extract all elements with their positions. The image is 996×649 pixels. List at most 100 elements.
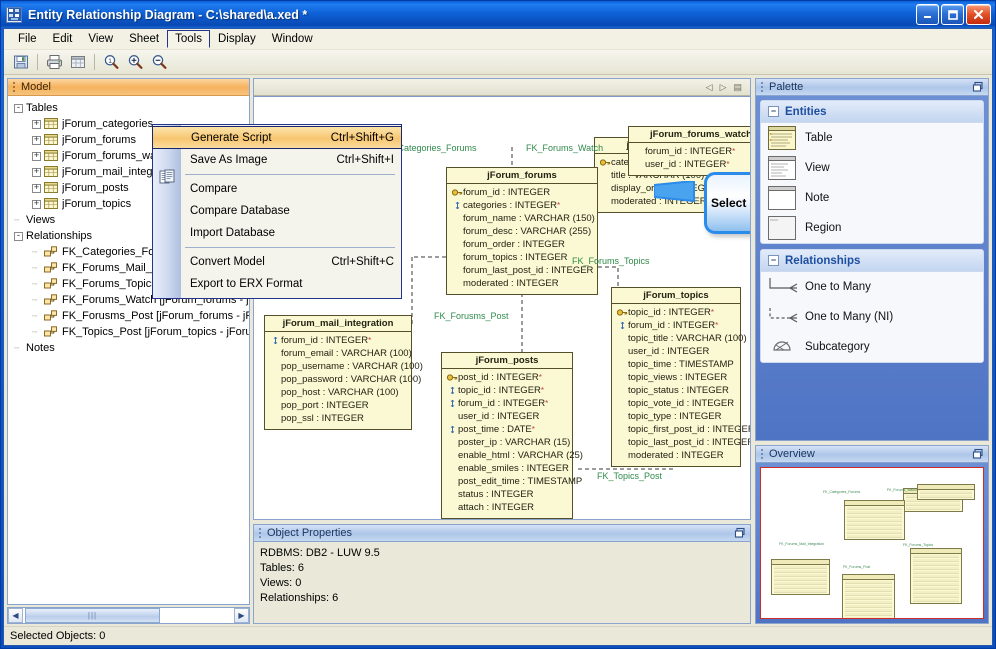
relationship-label[interactable]: FK_Forums_Watch — [526, 143, 604, 153]
next-sheet-icon[interactable]: ▷ — [719, 81, 727, 92]
maximize-button[interactable] — [941, 4, 964, 25]
expand-icon[interactable]: + — [32, 118, 41, 129]
collapse-icon[interactable]: - — [14, 102, 23, 113]
relationship-label[interactable]: FK_Forusms_Post — [434, 311, 509, 321]
tree-item[interactable]: ┈ FK_Forusms_Post [jForum_forums - jForu… — [14, 308, 249, 324]
palette-group-header[interactable]: −Entities — [761, 101, 983, 123]
scroll-track[interactable]: ||| — [23, 608, 234, 623]
palette-item[interactable]: One to Many (NI) — [761, 302, 983, 332]
scroll-left-arrow[interactable]: ◀ — [8, 608, 23, 623]
zoom-in-icon[interactable] — [124, 52, 146, 73]
tree-item[interactable]: -Tables — [14, 100, 249, 116]
menu-tools[interactable]: Tools — [167, 30, 210, 48]
tree-connector: ┈ — [32, 326, 37, 337]
drag-grip-icon[interactable] — [759, 449, 766, 459]
relationship-label[interactable]: FK_Forums_Topics — [572, 256, 650, 266]
tree-item[interactable]: + jForum_mail_integration — [14, 164, 249, 180]
palette-item[interactable]: Region — [761, 213, 983, 243]
model-horizontal-scrollbar[interactable]: ◀ ||| ▶ — [7, 607, 250, 624]
overview-table-row — [912, 575, 959, 578]
tree-item[interactable]: ┈Views — [14, 212, 249, 228]
save-icon[interactable] — [10, 52, 32, 73]
tree-item-label: jForum_posts — [62, 182, 129, 194]
collapse-icon[interactable]: − — [768, 255, 779, 266]
expand-icon[interactable]: + — [32, 134, 41, 145]
drag-grip-icon[interactable] — [11, 82, 18, 92]
palette-group-header[interactable]: −Relationships — [761, 250, 983, 272]
print-icon[interactable] — [43, 52, 65, 73]
tree-item[interactable]: + jForum_forums — [14, 132, 249, 148]
menu-sheet[interactable]: Sheet — [129, 33, 160, 45]
svg-text:1: 1 — [108, 58, 112, 65]
tree-item[interactable]: + jForum_posts — [14, 180, 249, 196]
sheet-list-icon[interactable]: ▤ — [733, 81, 742, 92]
zoom-out-icon[interactable] — [148, 52, 170, 73]
drag-grip-icon[interactable] — [759, 82, 766, 92]
prev-sheet-icon[interactable]: ◁ — [705, 81, 713, 92]
expand-icon[interactable]: + — [32, 198, 41, 209]
minimize-button[interactable] — [916, 4, 939, 25]
er-column: topic_first_post_id : INTEGER — [616, 423, 750, 436]
menu-window[interactable]: Window — [271, 33, 313, 45]
menu-item-export-to-erx-format[interactable]: Export to ERX Format — [181, 273, 401, 295]
palette-item[interactable]: Table — [761, 123, 983, 153]
diagram-panel: ◁ ▷ ▤ — [253, 78, 751, 520]
menu-display[interactable]: Display — [218, 33, 256, 45]
collapse-icon[interactable]: − — [768, 106, 779, 117]
restore-panel-icon[interactable] — [972, 448, 984, 460]
palette-item[interactable]: Subcategory — [761, 332, 983, 362]
menu-view[interactable]: View — [88, 33, 114, 45]
restore-panel-icon[interactable] — [972, 81, 984, 93]
zoom-actual-icon[interactable]: 1 — [100, 52, 122, 73]
tree-item[interactable]: ┈ FK_Topics_Post [jForum_topics - jForum… — [14, 324, 249, 340]
scroll-right-arrow[interactable]: ▶ — [234, 608, 249, 623]
menu-file[interactable]: File — [18, 33, 37, 45]
er-column: topic_views : INTEGER — [616, 371, 734, 384]
page-setup-icon[interactable] — [67, 52, 89, 73]
relationship-label[interactable]: FK_Categories_Forums — [381, 143, 477, 153]
palette-item[interactable]: One to Many — [761, 272, 983, 302]
palette-item[interactable]: Note — [761, 183, 983, 213]
drag-grip-icon[interactable] — [257, 528, 264, 538]
er-column-list: forum_id : INTEGER*user_id : INTEGER* — [629, 143, 750, 175]
model-panel-header: Model — [8, 79, 249, 96]
collapse-icon[interactable]: - — [14, 230, 23, 241]
relationship-label[interactable]: FK_Topics_Post — [597, 471, 663, 481]
not-null-marker: * — [726, 160, 730, 169]
er-column-label: topic_id : INTEGER — [628, 307, 711, 318]
toolbar-separator — [94, 54, 95, 70]
expand-icon[interactable]: + — [32, 166, 41, 177]
expand-icon[interactable]: + — [32, 150, 41, 161]
tree-item[interactable]: -Relationships — [14, 228, 249, 244]
er-column: moderated : INTEGER — [599, 195, 737, 208]
tree-item[interactable]: + jForum_topics — [14, 196, 249, 212]
palette-item-label: View — [805, 162, 830, 174]
diagram-canvas[interactable]: jForum_categoriescategories_id : INTEGER… — [254, 96, 750, 519]
palette-item[interactable]: View — [761, 153, 983, 183]
menu-item-compare-database[interactable]: Compare Database — [181, 200, 401, 222]
er-column: poster_ip : VARCHAR (15) — [446, 436, 570, 449]
menu-edit[interactable]: Edit — [52, 33, 73, 45]
close-button[interactable] — [966, 4, 991, 25]
menu-item-label: Save As Image — [190, 154, 268, 166]
scroll-thumb[interactable]: ||| — [25, 608, 160, 623]
expand-icon[interactable]: + — [32, 182, 41, 193]
tree-item[interactable]: + jForum_forums_watch — [14, 148, 249, 164]
er-column-list: post_id : INTEGER*topic_id : INTEGER*for… — [442, 369, 583, 518]
menu-item-import-database[interactable]: Import Database — [181, 222, 401, 244]
tree-item[interactable]: + jForum_categories — [14, 116, 249, 132]
restore-panel-icon[interactable] — [734, 527, 746, 539]
overview-table-row — [912, 599, 959, 602]
menu-item-compare[interactable]: Compare — [181, 178, 401, 200]
tree-item[interactable]: ┈Notes — [14, 340, 249, 356]
